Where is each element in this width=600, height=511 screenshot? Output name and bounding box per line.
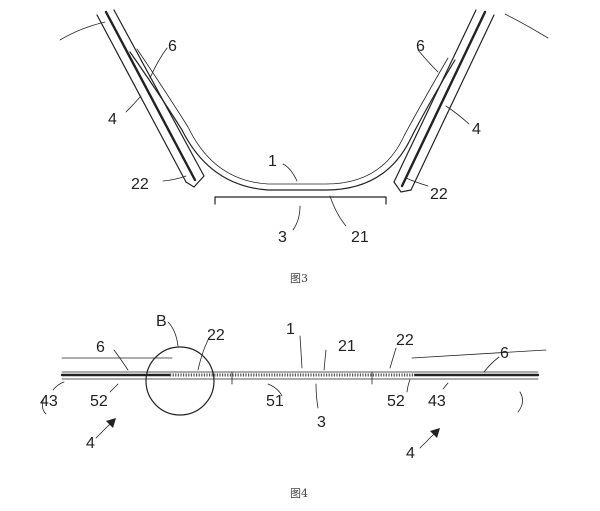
fig4-label-6-left: 6 <box>96 339 105 356</box>
base-bar <box>214 196 387 205</box>
figure-3: 6 4 22 1 3 21 6 4 22 图3 <box>59 9 549 285</box>
fig3-label-21: 21 <box>351 229 369 246</box>
fig4-label-51: 51 <box>266 393 284 410</box>
u-shaped-film <box>129 48 456 191</box>
figure-4: B 22 1 21 22 6 6 43 52 51 3 52 43 4 4 图4 <box>40 313 547 500</box>
fig4-label-52-right: 52 <box>387 393 405 410</box>
figure-3-leaders <box>125 47 470 231</box>
fig3-label-22-left: 22 <box>131 176 149 193</box>
arrow-4-right <box>419 428 440 449</box>
fig3-label-4-right: 4 <box>472 121 481 138</box>
fig3-label-4-left: 4 <box>108 111 117 128</box>
fig3-label-6-right: 6 <box>416 38 425 55</box>
top-line-right <box>411 349 547 359</box>
left-wall <box>96 9 205 188</box>
strip-ticks <box>231 371 373 385</box>
fig4-label-21: 21 <box>338 338 356 355</box>
edge-arc-right <box>504 13 549 39</box>
fig4-label-6-right: 6 <box>500 345 509 362</box>
fig4-label-22-b: 22 <box>396 332 414 349</box>
fig3-label-3: 3 <box>278 229 287 246</box>
fig4-label-4-left: 4 <box>86 435 95 452</box>
fig4-label-3: 3 <box>317 414 326 431</box>
fig4-label-43-left: 43 <box>40 393 58 410</box>
fig4-label-b: B <box>156 313 167 330</box>
fig3-label-22-right: 22 <box>430 186 448 203</box>
figure-3-caption: 图3 <box>290 272 308 285</box>
edge-arc-left <box>59 21 106 41</box>
arrow-4-left <box>95 418 116 439</box>
flat-strip <box>60 371 540 380</box>
figure-4-caption: 图4 <box>290 487 308 500</box>
right-wall <box>393 9 495 193</box>
fig3-label-1: 1 <box>268 153 277 170</box>
figure-4-leaders <box>42 321 523 415</box>
detail-circle-b <box>145 346 215 416</box>
fig4-label-1: 1 <box>286 321 295 338</box>
fig4-label-22-a: 22 <box>207 327 225 344</box>
fig4-label-52-left: 52 <box>90 393 108 410</box>
fig3-label-6-left: 6 <box>168 38 177 55</box>
fig4-label-4-right: 4 <box>406 445 415 462</box>
fig4-label-43-right: 43 <box>428 393 446 410</box>
